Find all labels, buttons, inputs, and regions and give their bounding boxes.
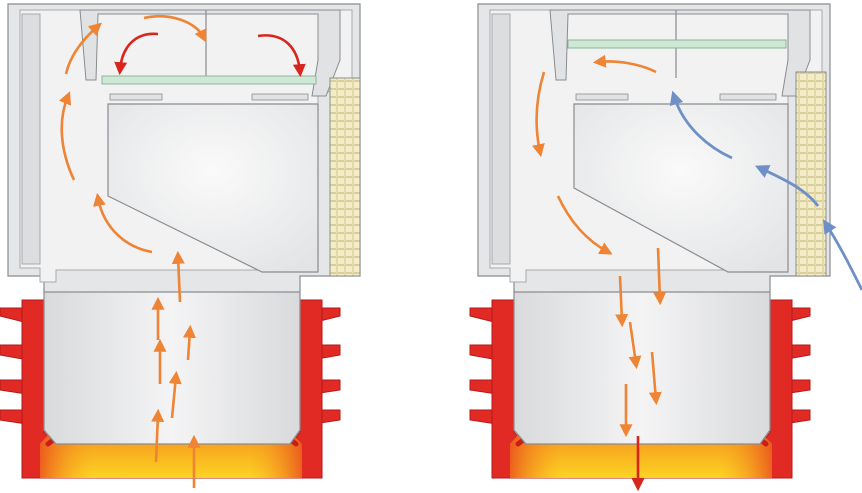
filter-membrane (567, 39, 787, 49)
side-grille (795, 71, 827, 277)
curved-arrow-icon (143, 14, 207, 43)
left-panel (0, 4, 360, 488)
inner-chamber (573, 103, 789, 273)
right-panel (470, 4, 862, 492)
down-arrow-icon (532, 54, 667, 438)
side-grille (329, 77, 361, 277)
up-arrow-icon (59, 22, 201, 488)
curved-arrow-icon (114, 32, 306, 78)
inner-chamber (107, 103, 319, 273)
filter-membrane (101, 75, 317, 85)
intake-arrow-icon (669, 90, 862, 291)
